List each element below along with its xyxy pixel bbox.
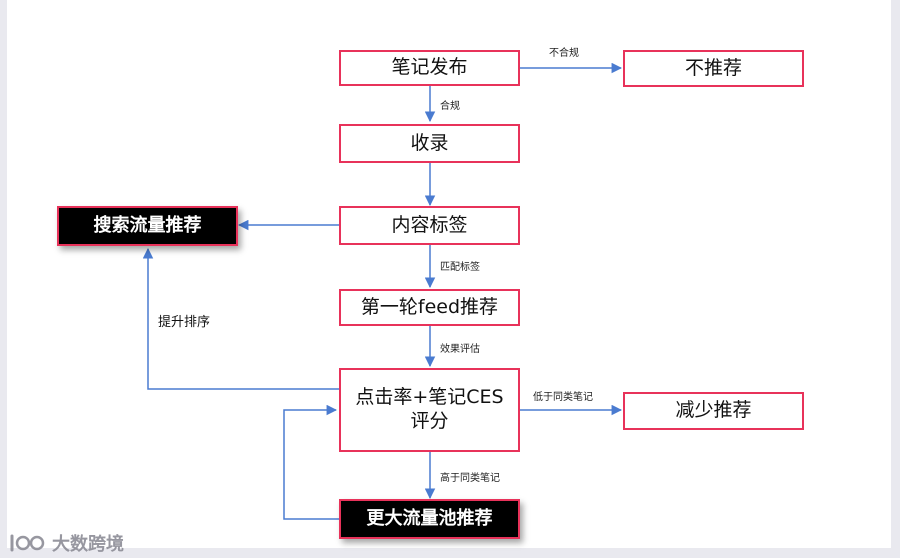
edge-label-lower: 低于同类笔记 — [533, 392, 593, 403]
watermark: 大数跨境 — [8, 530, 124, 556]
node-not-recommend: 不推荐 — [623, 50, 804, 87]
edge-label-compliant: 合规 — [440, 101, 460, 112]
watermark-text: 大数跨境 — [52, 534, 124, 555]
diagram-canvas — [7, 0, 891, 548]
edge-label-rank-boost: 提升排序 — [158, 315, 211, 330]
watermark-logo-icon — [10, 534, 45, 552]
node-ctr-ces: 点击率+笔记CES 评分 — [339, 368, 520, 452]
edge-label-noncompliant: 不合规 — [549, 48, 579, 59]
node-reduce-label: 减少推荐 — [675, 399, 752, 422]
node-bigger-pool: 更大流量池推荐 — [339, 499, 520, 539]
node-content-tag: 内容标签 — [339, 206, 520, 245]
edge-label-higher: 高于同类笔记 — [440, 473, 500, 484]
node-reduce: 减少推荐 — [623, 392, 804, 430]
node-first-feed: 第一轮feed推荐 — [339, 289, 520, 326]
edge-ctr-to-search — [142, 247, 339, 390]
edge-bigger-pool-loop — [283, 404, 339, 520]
node-not-recommend-label: 不推荐 — [684, 56, 742, 79]
node-bigger-pool-label: 更大流量池推荐 — [366, 507, 493, 529]
node-search-traffic-label: 搜索流量推荐 — [93, 214, 202, 236]
node-publish: 笔记发布 — [339, 50, 520, 86]
node-first-feed-label: 第一轮feed推荐 — [360, 295, 499, 318]
node-index-label: 收录 — [410, 131, 449, 154]
node-index: 收录 — [339, 124, 520, 163]
node-search-traffic: 搜索流量推荐 — [57, 206, 238, 246]
edge-label-match-tag: 匹配标签 — [440, 262, 480, 273]
node-ctr-ces-line2: 评分 — [410, 410, 449, 432]
node-publish-label: 笔记发布 — [391, 56, 468, 79]
node-content-tag-label: 内容标签 — [391, 213, 468, 236]
edge-label-eval: 效果评估 — [440, 344, 480, 355]
node-ctr-ces-line1: 点击率+笔记CES — [355, 386, 504, 409]
